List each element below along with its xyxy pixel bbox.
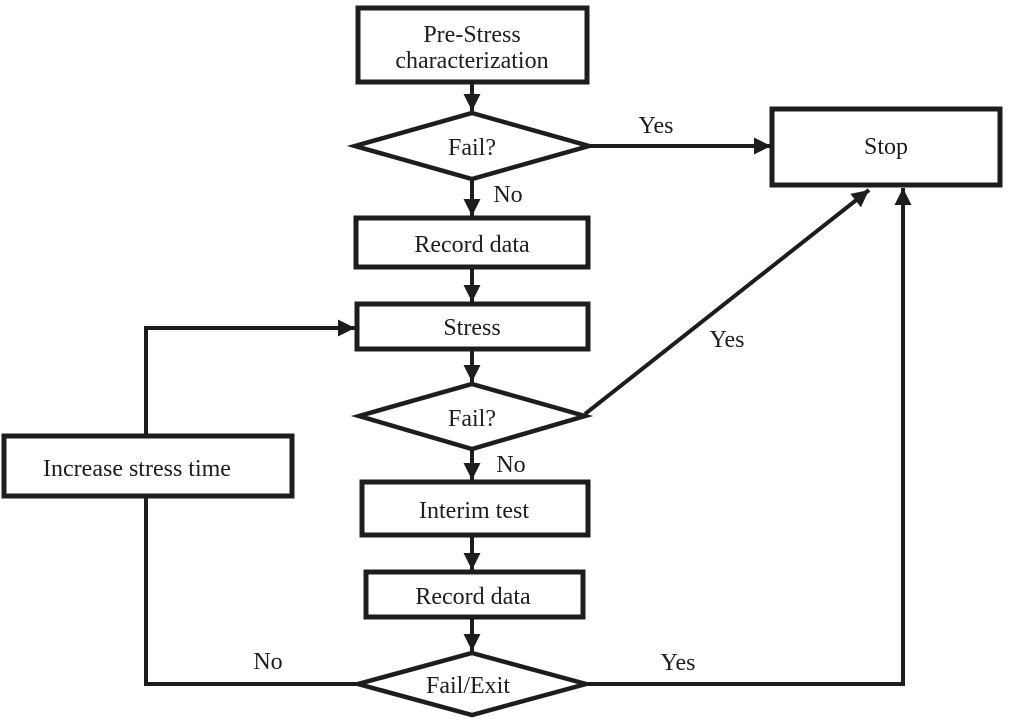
node-interim-test [359, 479, 591, 538]
node-record-data-1-label: Record data [414, 232, 530, 258]
node-record-data-2 [363, 569, 586, 620]
node-pre-stress-characterization [355, 5, 590, 85]
edge-label-fail1-no: No [493, 182, 522, 208]
node-interim-test-label: Interim test [419, 498, 529, 524]
node-record-data-2-label: Record data [415, 584, 531, 610]
node-fail-decision-2 [350, 381, 594, 452]
edge-label-fail2-yes: Yes [710, 327, 745, 353]
node-stress-label: Stress [443, 315, 500, 341]
node-fail-exit-decision [349, 650, 595, 718]
edge-failexit-no-to-stress [144, 319, 359, 686]
node-fail-exit-label: Fail/Exit [426, 673, 510, 699]
node-pre-stress-label-line2: characterization [395, 48, 548, 74]
edge-label-failexit-yes: Yes [661, 650, 696, 676]
edge-label-failexit-no: No [253, 649, 282, 675]
node-increase-stress-time [1, 433, 295, 499]
edge-label-fail2-no: No [496, 452, 525, 478]
node-record-data-1 [353, 215, 591, 270]
node-fail-1-label: Fail? [448, 135, 496, 161]
node-fail-decision-1 [346, 110, 598, 182]
node-stop [769, 106, 1003, 188]
edge-fail2-yes-to-stop [583, 188, 871, 416]
edge-failexit-yes-to-stop [585, 188, 912, 686]
node-stress [354, 301, 591, 352]
node-pre-stress-label-line1: Pre-Stress [423, 22, 520, 48]
node-fail-2-label: Fail? [448, 406, 496, 432]
edge-label-fail1-yes: Yes [639, 113, 674, 139]
node-stop-label: Stop [864, 134, 908, 160]
node-increase-stress-time-label: Increase stress time [43, 456, 231, 482]
